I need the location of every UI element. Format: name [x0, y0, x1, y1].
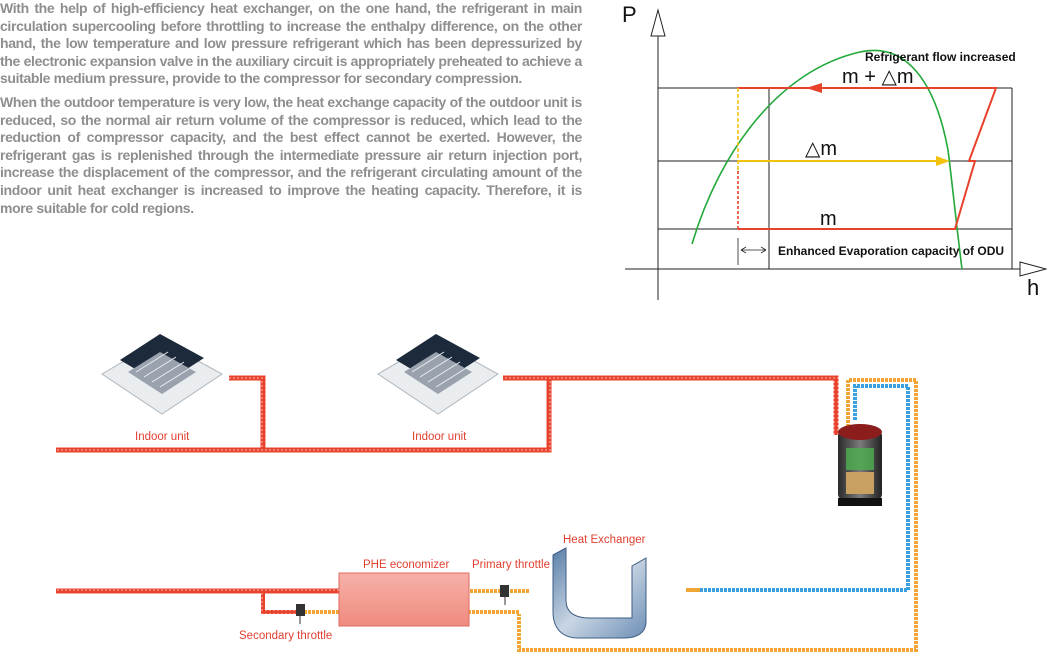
flow-arrow-icon [806, 83, 822, 93]
paragraph-2: When the outdoor temperature is very low… [0, 93, 582, 216]
indoor-unit-1-label: Indoor unit [135, 431, 190, 443]
paragraph-1: With the help of high-efficiency heat ex… [0, 0, 582, 87]
secondary-throttle-label: Secondary throttle [239, 630, 332, 642]
heat-exchanger[interactable]: Heat Exchanger [552, 534, 647, 639]
x-axis-label: h [1027, 275, 1039, 300]
ph-diagram: P h Refrigerant flow increased m + △m △m… [622, 2, 1047, 300]
x-axis-arrow-icon [1019, 261, 1047, 277]
dm-label: △m [805, 138, 837, 160]
double-arrow-icon [740, 246, 767, 254]
m-plus-dm-label: m + △m [842, 66, 914, 88]
phe-economizer-label: PHE economizer [363, 559, 449, 571]
indoor-unit-2-label: Indoor unit [412, 431, 467, 443]
injection-arrow-icon [936, 156, 950, 166]
description-text: With the help of high-efficiency heat ex… [0, 0, 582, 223]
y-axis-label: P [622, 2, 637, 27]
primary-throttle-label: Primary throttle [472, 559, 550, 571]
primary-throttle[interactable]: Primary throttle [472, 559, 550, 605]
indoor-unit-2[interactable]: Indoor unit [377, 334, 499, 443]
saturation-curve [691, 49, 963, 270]
piping [56, 375, 918, 652]
secondary-throttle[interactable]: Secondary throttle [239, 604, 332, 642]
m-label: m [820, 208, 837, 230]
flow-increased-label: Refrigerant flow increased [865, 50, 1016, 64]
enhanced-label: Enhanced Evaporation capacity of ODU [778, 244, 1004, 258]
indoor-unit-1[interactable]: Indoor unit [101, 334, 223, 443]
main-cycle-line [738, 87, 998, 230]
phe-economizer[interactable]: PHE economizer [338, 559, 470, 627]
y-axis-arrow-icon [650, 8, 666, 37]
compressor[interactable] [838, 424, 882, 506]
heat-exchanger-label: Heat Exchanger [563, 534, 646, 546]
